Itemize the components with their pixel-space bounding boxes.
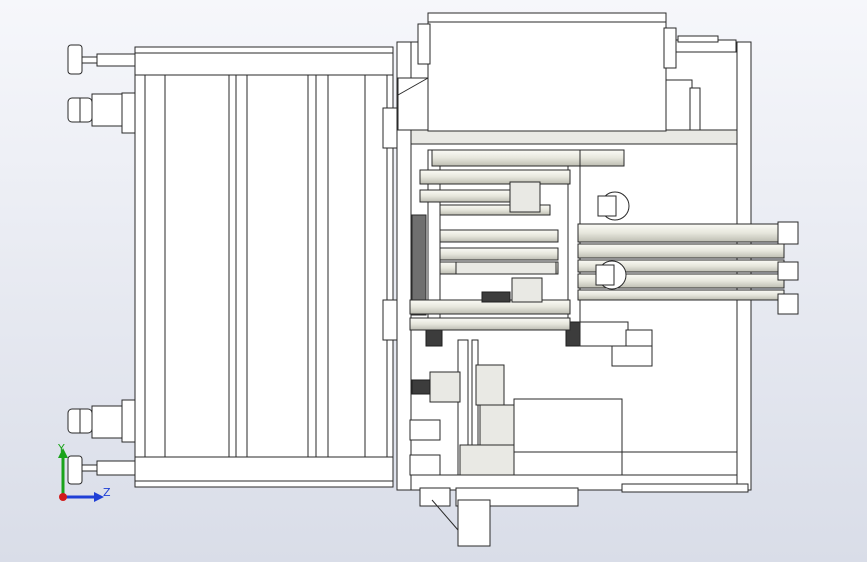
triad-z-label: Z: [103, 486, 111, 499]
lower-assembly: [409, 339, 749, 547]
leveling-foot-bottom: [67, 455, 136, 485]
leveling-foot-top: [67, 44, 136, 75]
caster-top: [67, 92, 136, 134]
top-motor-housing: [397, 12, 737, 132]
caster-bottom: [67, 399, 136, 443]
coordinate-triad: Y Z: [57, 442, 111, 502]
triad-y-label: Y: [57, 442, 65, 455]
left-frame: [67, 44, 394, 488]
cylinder-bank: [409, 149, 799, 367]
